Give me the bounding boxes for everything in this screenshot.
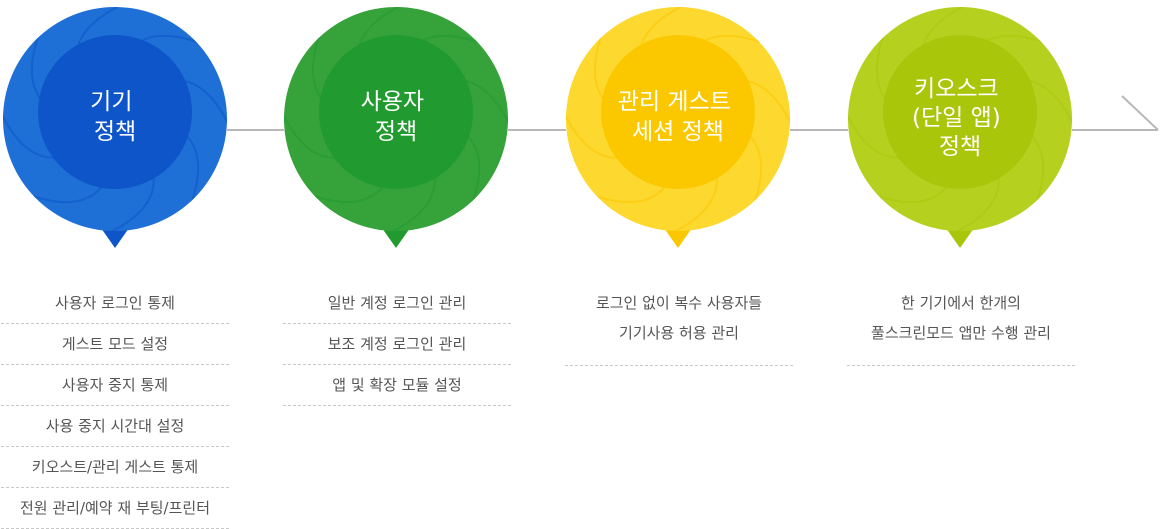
- title-line-2: 정책: [375, 119, 417, 145]
- inner-circle: [38, 35, 192, 189]
- title-line-1: 사용자: [361, 89, 424, 115]
- list-item: 일반 계정 로그인 관리: [283, 283, 511, 324]
- user-policy-list: 일반 계정 로그인 관리 보조 계정 로그인 관리 앱 및 확장 모듈 설정: [283, 283, 511, 406]
- list-item: 사용 중지 시간대 설정: [1, 406, 229, 447]
- kiosk-policy-list: 한 기기에서 한개의 풀스크린모드 앱만 수행 관리: [847, 283, 1075, 366]
- pin-pointer: [101, 228, 129, 248]
- step-node-device-policy: 기기 정책: [3, 7, 227, 248]
- inner-circle: [319, 35, 473, 189]
- step-node-user-policy: 사용자 정책: [284, 7, 508, 248]
- step-title: 키오스크 (단일 앱) 정책: [912, 76, 1008, 160]
- title-line-2: 정책: [94, 119, 136, 145]
- list-item: 사용자 로그인 통제: [1, 283, 229, 324]
- step-node-managed-guest-policy: 관리 게스트 세션 정책: [566, 7, 790, 248]
- pin-pointer: [382, 228, 410, 248]
- title-line-3: 정책: [939, 134, 981, 160]
- divider: [565, 348, 793, 366]
- step-title: 기기 정책: [90, 89, 140, 145]
- pin-pointer: [946, 228, 974, 248]
- list-item: 앱 및 확장 모듈 설정: [283, 365, 511, 406]
- list-item: 로그인 없이 복수 사용자들: [595, 294, 763, 312]
- step-node-kiosk-policy: 키오스크 (단일 앱) 정책: [848, 7, 1072, 248]
- device-policy-list: 사용자 로그인 통제 게스트 모드 설정 사용자 중지 통제 사용 중지 시간대…: [1, 283, 229, 529]
- pin-pointer: [664, 228, 692, 248]
- step-title: 관리 게스트 세션 정책: [618, 89, 738, 145]
- list-item: 한 기기에서 한개의: [901, 294, 1021, 312]
- connector-lines: [227, 95, 1159, 131]
- list-item: 전원 관리/예약 재 부팅/프린터: [1, 488, 229, 529]
- step-title: 사용자 정책: [361, 89, 432, 145]
- inner-circle: [601, 35, 755, 189]
- title-line-1: 기기: [90, 89, 132, 115]
- divider: [847, 348, 1075, 366]
- title-line-2: 세션 정책: [632, 119, 724, 145]
- managed-guest-policy-list: 로그인 없이 복수 사용자들 기기사용 허용 관리: [565, 283, 793, 366]
- list-item: 보조 계정 로그인 관리: [283, 324, 511, 365]
- title-line-1: 관리 게스트: [618, 89, 731, 115]
- list-item: 풀스크린모드 앱만 수행 관리: [871, 324, 1051, 342]
- list-item: 사용자 중지 통제: [1, 365, 229, 406]
- arrow-head-icon: [1121, 95, 1159, 131]
- inner-circle: [883, 35, 1037, 189]
- title-line-1: 키오스크: [914, 76, 999, 102]
- title-line-2: (단일 앱): [912, 105, 1001, 131]
- list-item: 키오스트/관리 게스트 통제: [1, 447, 229, 488]
- list-item: 기기사용 허용 관리: [619, 324, 739, 342]
- list-item: 게스트 모드 설정: [1, 324, 229, 365]
